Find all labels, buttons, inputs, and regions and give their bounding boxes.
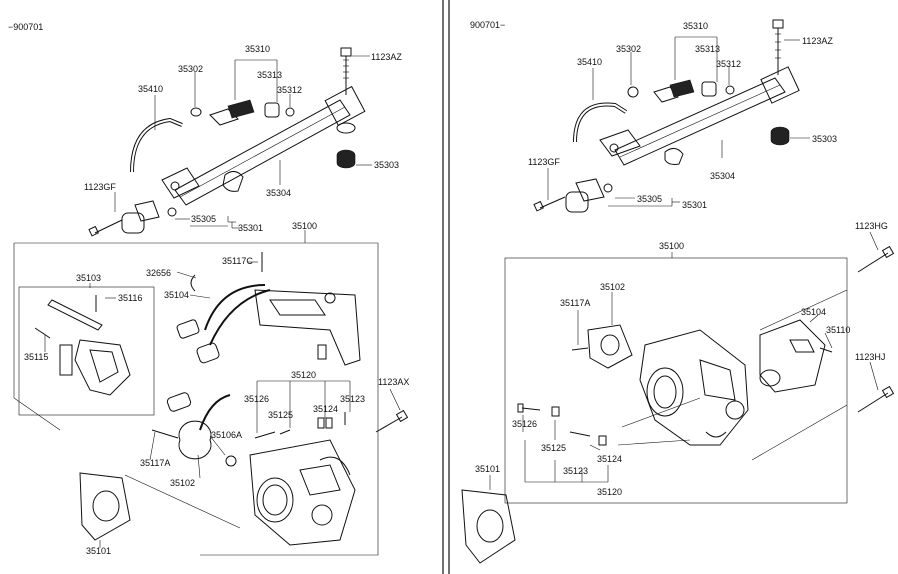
right-date-code: 900701− [470,20,505,30]
left-bolt-1123GF[interactable] [88,219,123,237]
panel-divider [442,0,450,574]
left-callout-35104: 35104 [164,290,189,300]
left-bolt-1123AZ[interactable] [340,47,352,95]
right-screws-35120[interactable] [517,403,607,446]
right-callout-35310: 35310 [683,21,708,31]
left-gasket-35101[interactable] [79,472,131,541]
right-insulator-35303[interactable] [770,126,790,146]
left-callout-35103: 35103 [76,273,101,283]
right-callout-1123GF: 1123GF [528,157,560,167]
right-callout-35124: 35124 [597,454,622,464]
right-callout-35304: 35304 [710,171,735,181]
left-callout-35106A: 35106A [211,430,242,440]
left-callout-35115: 35115 [24,352,48,362]
left-throttle-body[interactable] [249,439,356,546]
right-hose-35410[interactable] [573,102,628,143]
left-callout-1123GF: 1123GF [84,182,116,192]
left-callout-35312: 35312 [277,85,302,95]
left-callout-35410: 35410 [138,84,163,94]
right-callout-35110: 35110 [826,325,850,335]
right-panel: 900701− [461,19,895,564]
right-leader-lines [489,36,879,490]
left-sub-box-35103 [18,286,155,416]
right-callout-35302: 35302 [616,44,641,54]
left-panel: −900701 [8,22,409,556]
right-callout-35120: 35120 [597,487,622,497]
left-callout-1123AX: 1123AX [378,377,409,387]
right-bolt-1123HJ[interactable] [857,385,895,413]
right-isc-valve-35104[interactable] [759,319,833,393]
left-callout-35310: 35310 [245,44,270,54]
right-callout-35123: 35123 [563,466,588,476]
right-throttle-body[interactable] [639,329,749,446]
right-sensor-35102[interactable] [571,324,633,369]
left-callout-35100: 35100 [292,221,317,231]
left-callout-35102: 35102 [170,478,195,488]
left-callout-35120: 35120 [291,370,316,380]
left-callout-35305: 35305 [191,214,216,224]
left-hose-35410[interactable] [130,117,183,173]
right-throttle-body-box [504,257,848,504]
left-tps-35103[interactable] [34,295,131,396]
left-callout-32656: 32656 [146,268,171,278]
right-callout-35102: 35102 [600,282,625,292]
left-callout-35313: 35313 [257,70,282,80]
right-callout-35126: 35126 [512,419,537,429]
left-date-code: −900701 [8,22,43,32]
right-callout-1123AZ: 1123AZ [802,36,833,46]
right-bolt-1123HG[interactable] [857,245,895,273]
left-callout-35303: 35303 [374,160,399,170]
left-pressure-regulator-35301[interactable] [121,200,177,234]
left-callout-35116: 35116 [118,293,142,303]
left-callout-35302: 35302 [178,64,203,74]
left-callout-1123AZ: 1123AZ [371,52,402,62]
left-callout-35123: 35123 [340,394,365,404]
right-callout-35303: 35303 [812,134,837,144]
right-callout-35301: 35301 [682,200,707,210]
right-callout-35100: 35100 [659,241,684,251]
left-callout-35117A: 35117A [140,458,170,468]
right-projection-lines [617,289,848,461]
left-callout-35301: 35301 [238,223,263,233]
left-callout-35126: 35126 [244,394,269,404]
right-fuel-rail-35304[interactable] [599,66,800,166]
left-insulator-35303[interactable] [336,122,356,169]
right-callout-35104: 35104 [801,307,826,317]
right-callouts: 35310 35302 35313 35312 1123AZ 35410 353… [475,21,888,497]
right-callout-35117A: 35117A [560,298,590,308]
left-sensor-35102[interactable] [151,392,237,467]
left-callouts: 35310 35302 35313 35312 1123AZ 35410 353… [24,44,409,556]
left-throttle-body-box [13,242,379,556]
right-callout-1123HG: 1123HG [855,221,888,231]
right-gasket-35101[interactable] [461,489,516,564]
right-bolt-1123GF[interactable] [533,196,566,212]
left-callout-35124: 35124 [313,404,338,414]
right-callout-35125: 35125 [541,443,566,453]
left-fuel-rail-35304[interactable] [161,85,366,206]
right-pressure-regulator-35301[interactable] [565,178,613,213]
left-leader-lines [44,55,401,548]
right-callout-35305: 35305 [637,194,662,204]
left-injector-35310[interactable] [190,99,295,126]
left-callout-35125: 35125 [268,410,293,420]
right-injector-35310[interactable] [627,79,735,103]
left-bolt-1123AX[interactable] [375,409,409,433]
right-bolt-1123AZ[interactable] [772,19,784,75]
right-callout-35313: 35313 [695,44,720,54]
right-callout-35312: 35312 [716,59,741,69]
left-harness-35104[interactable] [176,252,361,366]
left-callout-35101: 35101 [86,546,111,556]
left-callout-35304: 35304 [266,188,291,198]
left-screws-35120[interactable] [254,412,346,439]
right-callout-35101: 35101 [475,464,500,474]
left-callout-35117C: 35117C [222,256,253,266]
right-callout-1123HJ: 1123HJ [855,352,885,362]
right-callout-35410: 35410 [577,57,602,67]
